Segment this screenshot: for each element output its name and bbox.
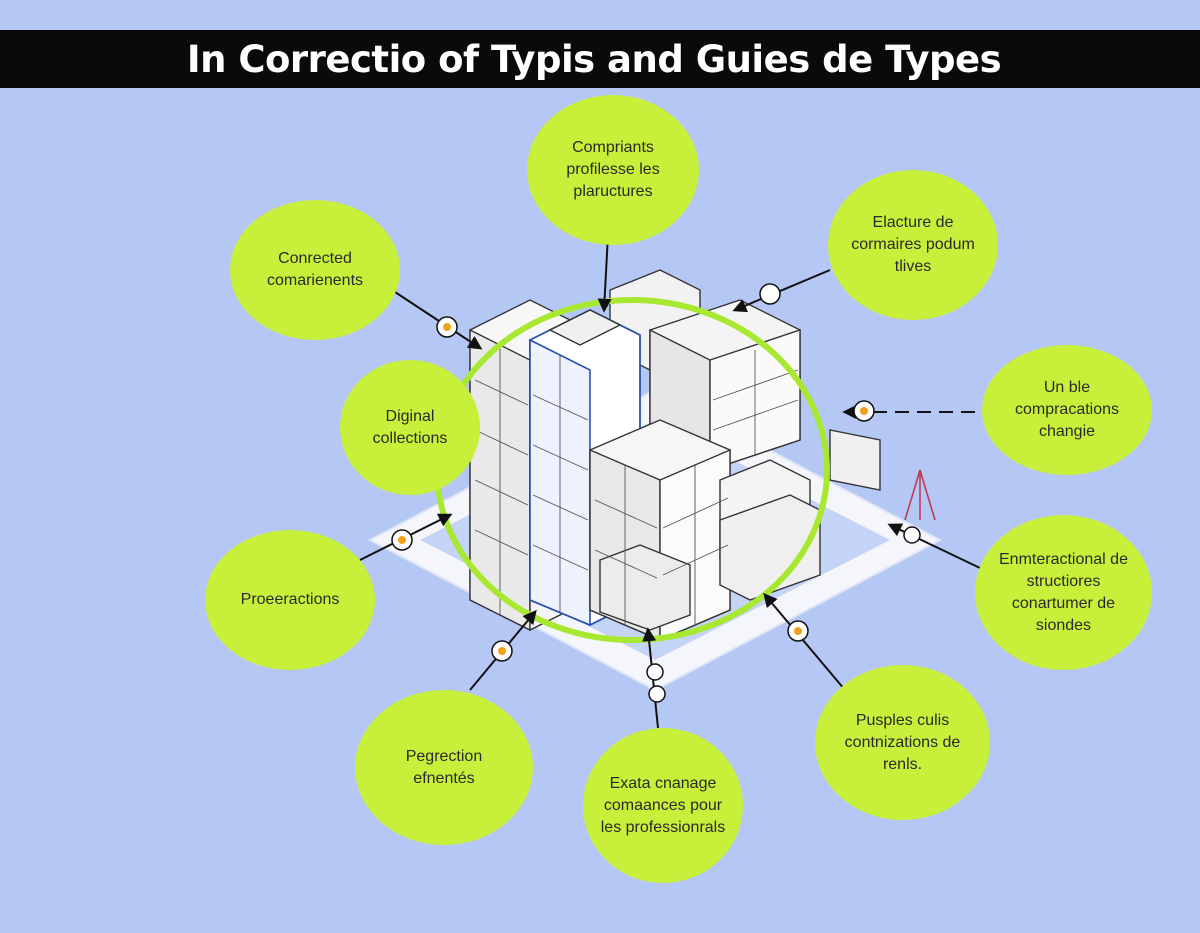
page-title-text: In Correctio of Typis and Guies de Types [186,37,1002,81]
bubble-bottom-left: Pegrection efnentés [355,690,533,845]
bubble-bottom-right-label: Pusples culis contnizations de renls. [844,711,961,773]
bubble-bottom-right: Pusples culis contnizations de renls. [815,665,990,820]
page-title: In Correctio of Typis and Guies de Types [0,30,1200,88]
bubble-upper-left-label: Conrected comarienents [266,250,364,289]
bubble-bottom-label: Exata cnanage comaances pour les profess… [600,774,726,836]
bubble-upper-left: Conrected comarienents [230,200,400,340]
bubble-mid-right: Un ble compracations changie [982,345,1152,475]
bubble-top: Compriants profilesse les plaructures [527,95,699,245]
bubble-top-label: Compriants profilesse les plaructures [566,139,660,200]
bubble-lower-right: Enmteractional de structiores conartumer… [975,515,1152,670]
bubble-bottom: Exata cnanage comaances pour les profess… [583,728,743,883]
bubble-top-right: Elacture de cormaires podum tlives [828,170,998,320]
bubble-lower-right-label: Enmteractional de structiores conartumer… [999,550,1128,634]
bubble-left: Proeeractions [205,530,375,670]
antenna-tower [904,469,936,521]
window-grid [474,345,799,625]
connector-node-accents [398,323,868,655]
bubble-bottom-left-label: Pegrection efnentés [405,747,483,787]
bubble-mid-right-label: Un ble compracations changie [1014,379,1120,440]
bubble-left-label: Proeeractions [240,591,340,608]
bubble-top-right-label: Elacture de cormaires podum tlives [851,214,975,275]
bubble-mid-left-label: Diginal collections [372,407,448,447]
bubble-mid-left: Diginal collections [340,360,480,495]
